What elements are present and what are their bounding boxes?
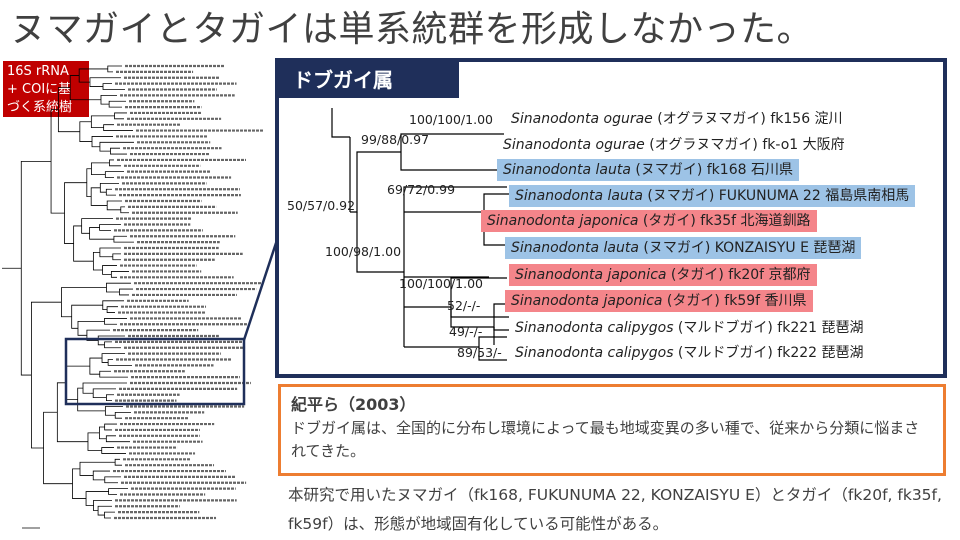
taxon-label: Sinanodonta ogurae (オグラヌマガイ) fk156 淀川 (511, 111, 843, 127)
full-phylogenetic-tree (2, 64, 264, 529)
reference-note: 紀平ら（2003） ドブガイ属は、全国的に分布し環境によって最も地域変異の多い種… (278, 384, 946, 476)
taxon-label: Sinanodonta ogurae (オグラヌマガイ) fk-o1 大阪府 (503, 137, 845, 153)
tag-line: づく系統樹 (7, 100, 73, 115)
genus-heading: ドブガイ属 (279, 62, 459, 98)
slide-title: ヌマガイとタガイは単系統群を形成しなかった。 (10, 9, 814, 50)
taxon-label-lauta: Sinanodonta lauta (ヌマガイ) FUKUNUMA 22 福島県… (509, 185, 916, 207)
taxon-label-japonica: Sinanodonta japonica (タガイ) fk59f 香川県 (505, 290, 813, 312)
note-title: 紀平ら（2003） (291, 395, 416, 414)
taxon-label-japonica: Sinanodonta japonica (タガイ) fk35f 北海道釧路 (481, 210, 817, 232)
support-value: 100/100/1.00 (399, 276, 483, 291)
support-value: 52/-/- (447, 298, 481, 313)
taxon-label: Sinanodonta calipygos (マルドブガイ) fk222 琵琶湖 (515, 345, 864, 361)
support-value: 69/72/0.99 (387, 182, 456, 197)
note-body: ドブガイ属は、全国的に分布し環境によって最も地域変異の多い種で、従来から分類に悩… (291, 419, 920, 460)
taxon-label-lauta: Sinanodonta lauta (ヌマガイ) KONZAISYU E 琵琶湖 (505, 237, 862, 259)
taxon-label-lauta: Sinanodonta lauta (ヌマガイ) fk168 石川県 (497, 159, 799, 181)
tag-line: 16S rRNA (7, 64, 69, 79)
support-value: 49/-/- (449, 324, 483, 339)
support-value: 89/53/- (457, 345, 502, 360)
genus-tree (331, 108, 511, 361)
support-value: 100/98/1.00 (325, 244, 402, 259)
conclusion-paragraph: 本研究で用いたヌマガイ（fk168, FUKUNUMA 22, KONZAISY… (288, 486, 942, 533)
support-value: 99/88/0.97 (361, 132, 430, 147)
taxon-label: Sinanodonta calipygos (マルドブガイ) fk221 琵琶湖 (515, 320, 864, 336)
support-value: 50/57/0.92 (287, 198, 356, 213)
zoom-region-box (64, 337, 246, 406)
zoom-panel: ドブガイ属 (275, 58, 947, 378)
taxon-label-japonica: Sinanodonta japonica (タガイ) fk20f 京都府 (509, 264, 817, 286)
tag-line: + COIに基 (7, 82, 72, 97)
support-value: 100/100/1.00 (409, 112, 493, 127)
tree-method-tag: 16S rRNA + COIに基 づく系統樹 (3, 61, 89, 117)
